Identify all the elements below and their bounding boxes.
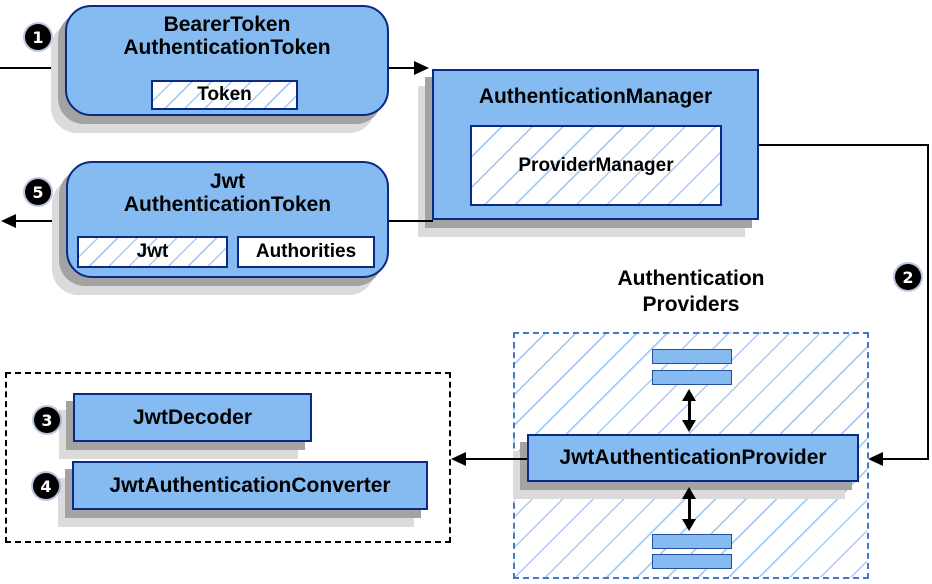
authorities-chip-label: Authorities <box>255 241 357 262</box>
bearer-token-authentication-token-node: BearerToken AuthenticationToken Token <box>65 5 389 116</box>
flow-line-step5-mid <box>389 220 433 222</box>
provider-placeholder-rect <box>652 554 732 569</box>
jwt-chip: Jwt <box>77 236 228 268</box>
authentication-providers-label: Authentication Providers <box>561 266 821 318</box>
jwt-authentication-provider-node: JwtAuthenticationProvider <box>527 434 859 482</box>
authentication-manager-title: AuthenticationManager <box>478 85 713 108</box>
arrowhead-left-icon <box>451 452 466 466</box>
flow-line-provider-to-decoder <box>462 458 527 460</box>
bidirectional-arrow-icon <box>682 487 696 531</box>
step-4-badge: 4 <box>33 473 59 499</box>
bearer-token-node-title: BearerToken AuthenticationToken <box>67 13 387 59</box>
arrowhead-up-icon <box>682 389 696 401</box>
jwt-authentication-converter-label: JwtAuthenticationConverter <box>109 473 391 497</box>
bearer-token-title-line1: BearerToken <box>163 13 291 36</box>
step-2-badge: 2 <box>895 264 921 290</box>
bearer-token-title-line2: AuthenticationToken <box>123 36 331 59</box>
jwt-authentication-provider-label: JwtAuthenticationProvider <box>559 446 827 469</box>
arrowhead-up-icon <box>682 487 696 499</box>
bidirectional-arrow-icon <box>682 389 696 432</box>
token-chip-label: Token <box>197 84 252 105</box>
jwt-token-title-line1: Jwt <box>209 170 245 193</box>
flow-line-step5-out <box>12 220 66 222</box>
provider-manager-chip-label: ProviderManager <box>518 154 674 176</box>
arrowhead-down-icon <box>682 420 696 432</box>
step-1-badge: 1 <box>25 24 51 50</box>
providers-label-line2: Providers <box>642 293 740 316</box>
flow-line-step1-to-manager <box>389 67 417 69</box>
provider-manager-chip: ProviderManager <box>470 125 722 206</box>
step-3-badge: 3 <box>34 407 60 433</box>
arrow-stem <box>687 398 691 423</box>
providers-label-line1: Authentication <box>617 267 765 290</box>
jwt-authentication-token-node: Jwt AuthenticationToken Jwt Authorities <box>66 161 389 278</box>
provider-placeholder-rect <box>652 534 732 549</box>
jwt-authentication-token-title: Jwt AuthenticationToken <box>68 170 387 216</box>
authorities-chip: Authorities <box>237 236 375 268</box>
flow-line-step2-right <box>927 144 929 460</box>
arrowhead-left-icon <box>868 452 883 466</box>
jwt-decoder-node: JwtDecoder <box>73 393 312 442</box>
arrowhead-down-icon <box>682 519 696 531</box>
provider-placeholder-rect <box>652 370 732 385</box>
token-chip: Token <box>151 80 298 110</box>
arrow-stem <box>687 496 691 522</box>
jwt-token-title-line2: AuthenticationToken <box>123 193 332 216</box>
jwt-chip-label: Jwt <box>136 241 169 262</box>
flow-line-step2-top <box>759 144 929 146</box>
jwt-authentication-converter-node: JwtAuthenticationConverter <box>72 461 428 510</box>
arrowhead-left-icon <box>1 214 16 228</box>
provider-placeholder-rect <box>652 349 732 364</box>
authentication-manager-node: AuthenticationManager ProviderManager <box>432 69 759 220</box>
step-5-badge: 5 <box>25 179 51 205</box>
jwt-decoder-label: JwtDecoder <box>132 405 253 429</box>
flow-line-step2-bottom <box>880 458 929 460</box>
arrowhead-right-icon <box>414 61 429 75</box>
flow-line-step1-in <box>0 67 66 69</box>
